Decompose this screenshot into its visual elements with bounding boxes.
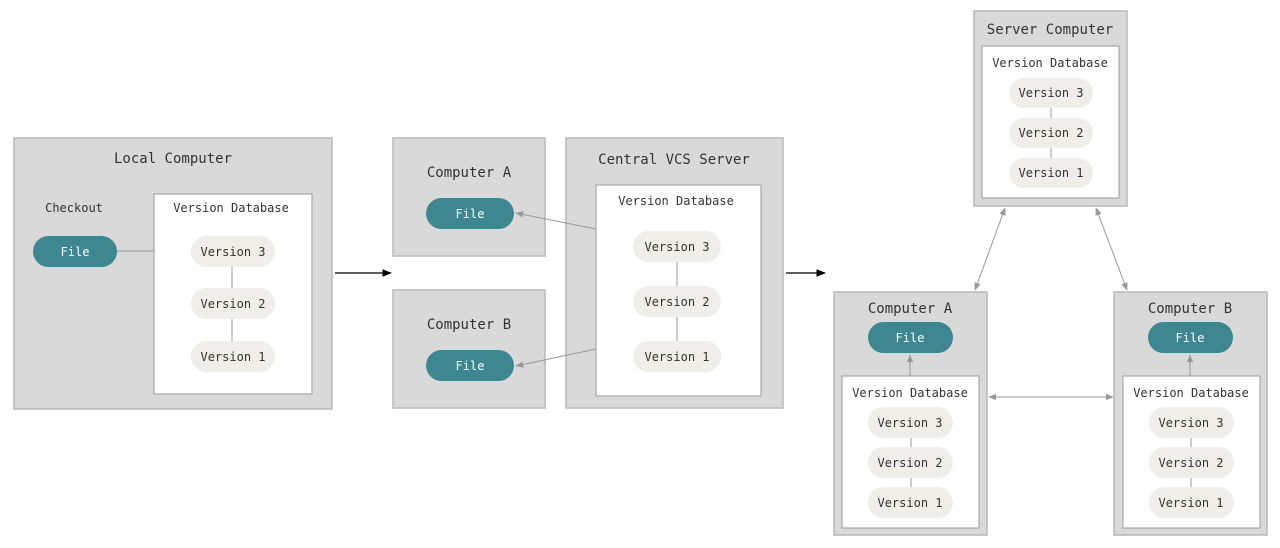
local-version-2-label: Version 2 [200,297,265,311]
central-computer-b-box [392,289,546,409]
distributed-computer-b-version-1: Version 1 [1149,487,1234,518]
central-computer-a-title: Computer A [427,165,512,181]
distributed-computer-a-title: Computer A [868,301,953,317]
central-version-3-label: Version 3 [644,240,709,254]
distributed-computer-a-version-2-label: Version 2 [877,456,942,470]
central-version-2: Version 2 [633,286,721,317]
distributed-computer-b-file-label: File [1176,331,1205,345]
distributed-computer-b-file: File [1148,322,1233,353]
distributed-computer-b-version-3-label: Version 3 [1158,416,1223,430]
distributed-server-database-title: Version Database [992,56,1108,70]
local-computer-title: Local Computer [114,151,232,167]
central-computer-a-file-label: File [456,207,485,221]
central-database-title: Version Database [618,194,734,208]
distributed-computer-b-version-3: Version 3 [1149,407,1234,438]
central-computer-b-file: File [426,350,514,381]
distributed-computer-a-version-3: Version 3 [868,407,953,438]
central-to-computer-a-arrow [515,211,597,230]
distributed-server-title: Server Computer [987,22,1113,38]
distributed-server-version-2: Version 2 [1009,118,1093,148]
central-computer-b-file-label: File [456,359,485,373]
checkout-label: Checkout [45,201,103,215]
distributed-computer-a-version-1: Version 1 [868,487,953,518]
central-version-2-label: Version 2 [644,295,709,309]
centralized-vcs-panel: Computer A File Computer B File Central … [392,137,784,409]
distributed-computer-a-file-label: File [896,331,925,345]
server-computer-b-sync-arrow [1095,207,1128,291]
distributed-server-version-1: Version 1 [1009,158,1093,188]
central-computer-a-file: File [426,198,514,229]
distributed-computer-b-title: Computer B [1148,301,1232,317]
local-version-3: Version 3 [191,236,275,267]
distributed-server-version-2-label: Version 2 [1018,126,1083,140]
central-version-3: Version 3 [633,231,721,262]
distributed-computer-a-version-2: Version 2 [868,447,953,478]
distributed-vcs-panel: Server Computer Version Database Version… [833,10,1268,536]
central-computer-a-box [392,137,546,257]
distributed-server-version-3-label: Version 3 [1018,86,1083,100]
distributed-computer-b-version-2-label: Version 2 [1158,456,1223,470]
distributed-computer-b-database-title: Version Database [1133,386,1249,400]
central-version-1-label: Version 1 [644,350,709,364]
distributed-computer-a-file: File [868,322,953,353]
central-version-1: Version 1 [633,341,721,372]
local-version-2: Version 2 [191,288,275,319]
local-database-title: Version Database [173,201,289,215]
distributed-computer-a-database-title: Version Database [852,386,968,400]
local-file-label: File [61,245,90,259]
distributed-computer-b-version-2: Version 2 [1149,447,1234,478]
local-file-pill: File [33,236,117,267]
local-version-1: Version 1 [191,341,275,372]
local-vcs-panel: Local Computer Checkout File Version Dat… [13,137,333,410]
local-version-3-label: Version 3 [200,245,265,259]
server-computer-a-sync-arrow [974,207,1006,291]
local-version-1-label: Version 1 [200,350,265,364]
distributed-computer-b-version-1-label: Version 1 [1158,496,1223,510]
central-computer-b-title: Computer B [427,317,511,333]
distributed-computer-a-version-3-label: Version 3 [877,416,942,430]
central-vcs-server-title: Central VCS Server [598,152,750,168]
distributed-server-version-1-label: Version 1 [1018,166,1083,180]
distributed-computer-a-version-1-label: Version 1 [877,496,942,510]
distributed-server-version-3: Version 3 [1009,78,1093,108]
central-to-computer-b-arrow [515,348,597,368]
